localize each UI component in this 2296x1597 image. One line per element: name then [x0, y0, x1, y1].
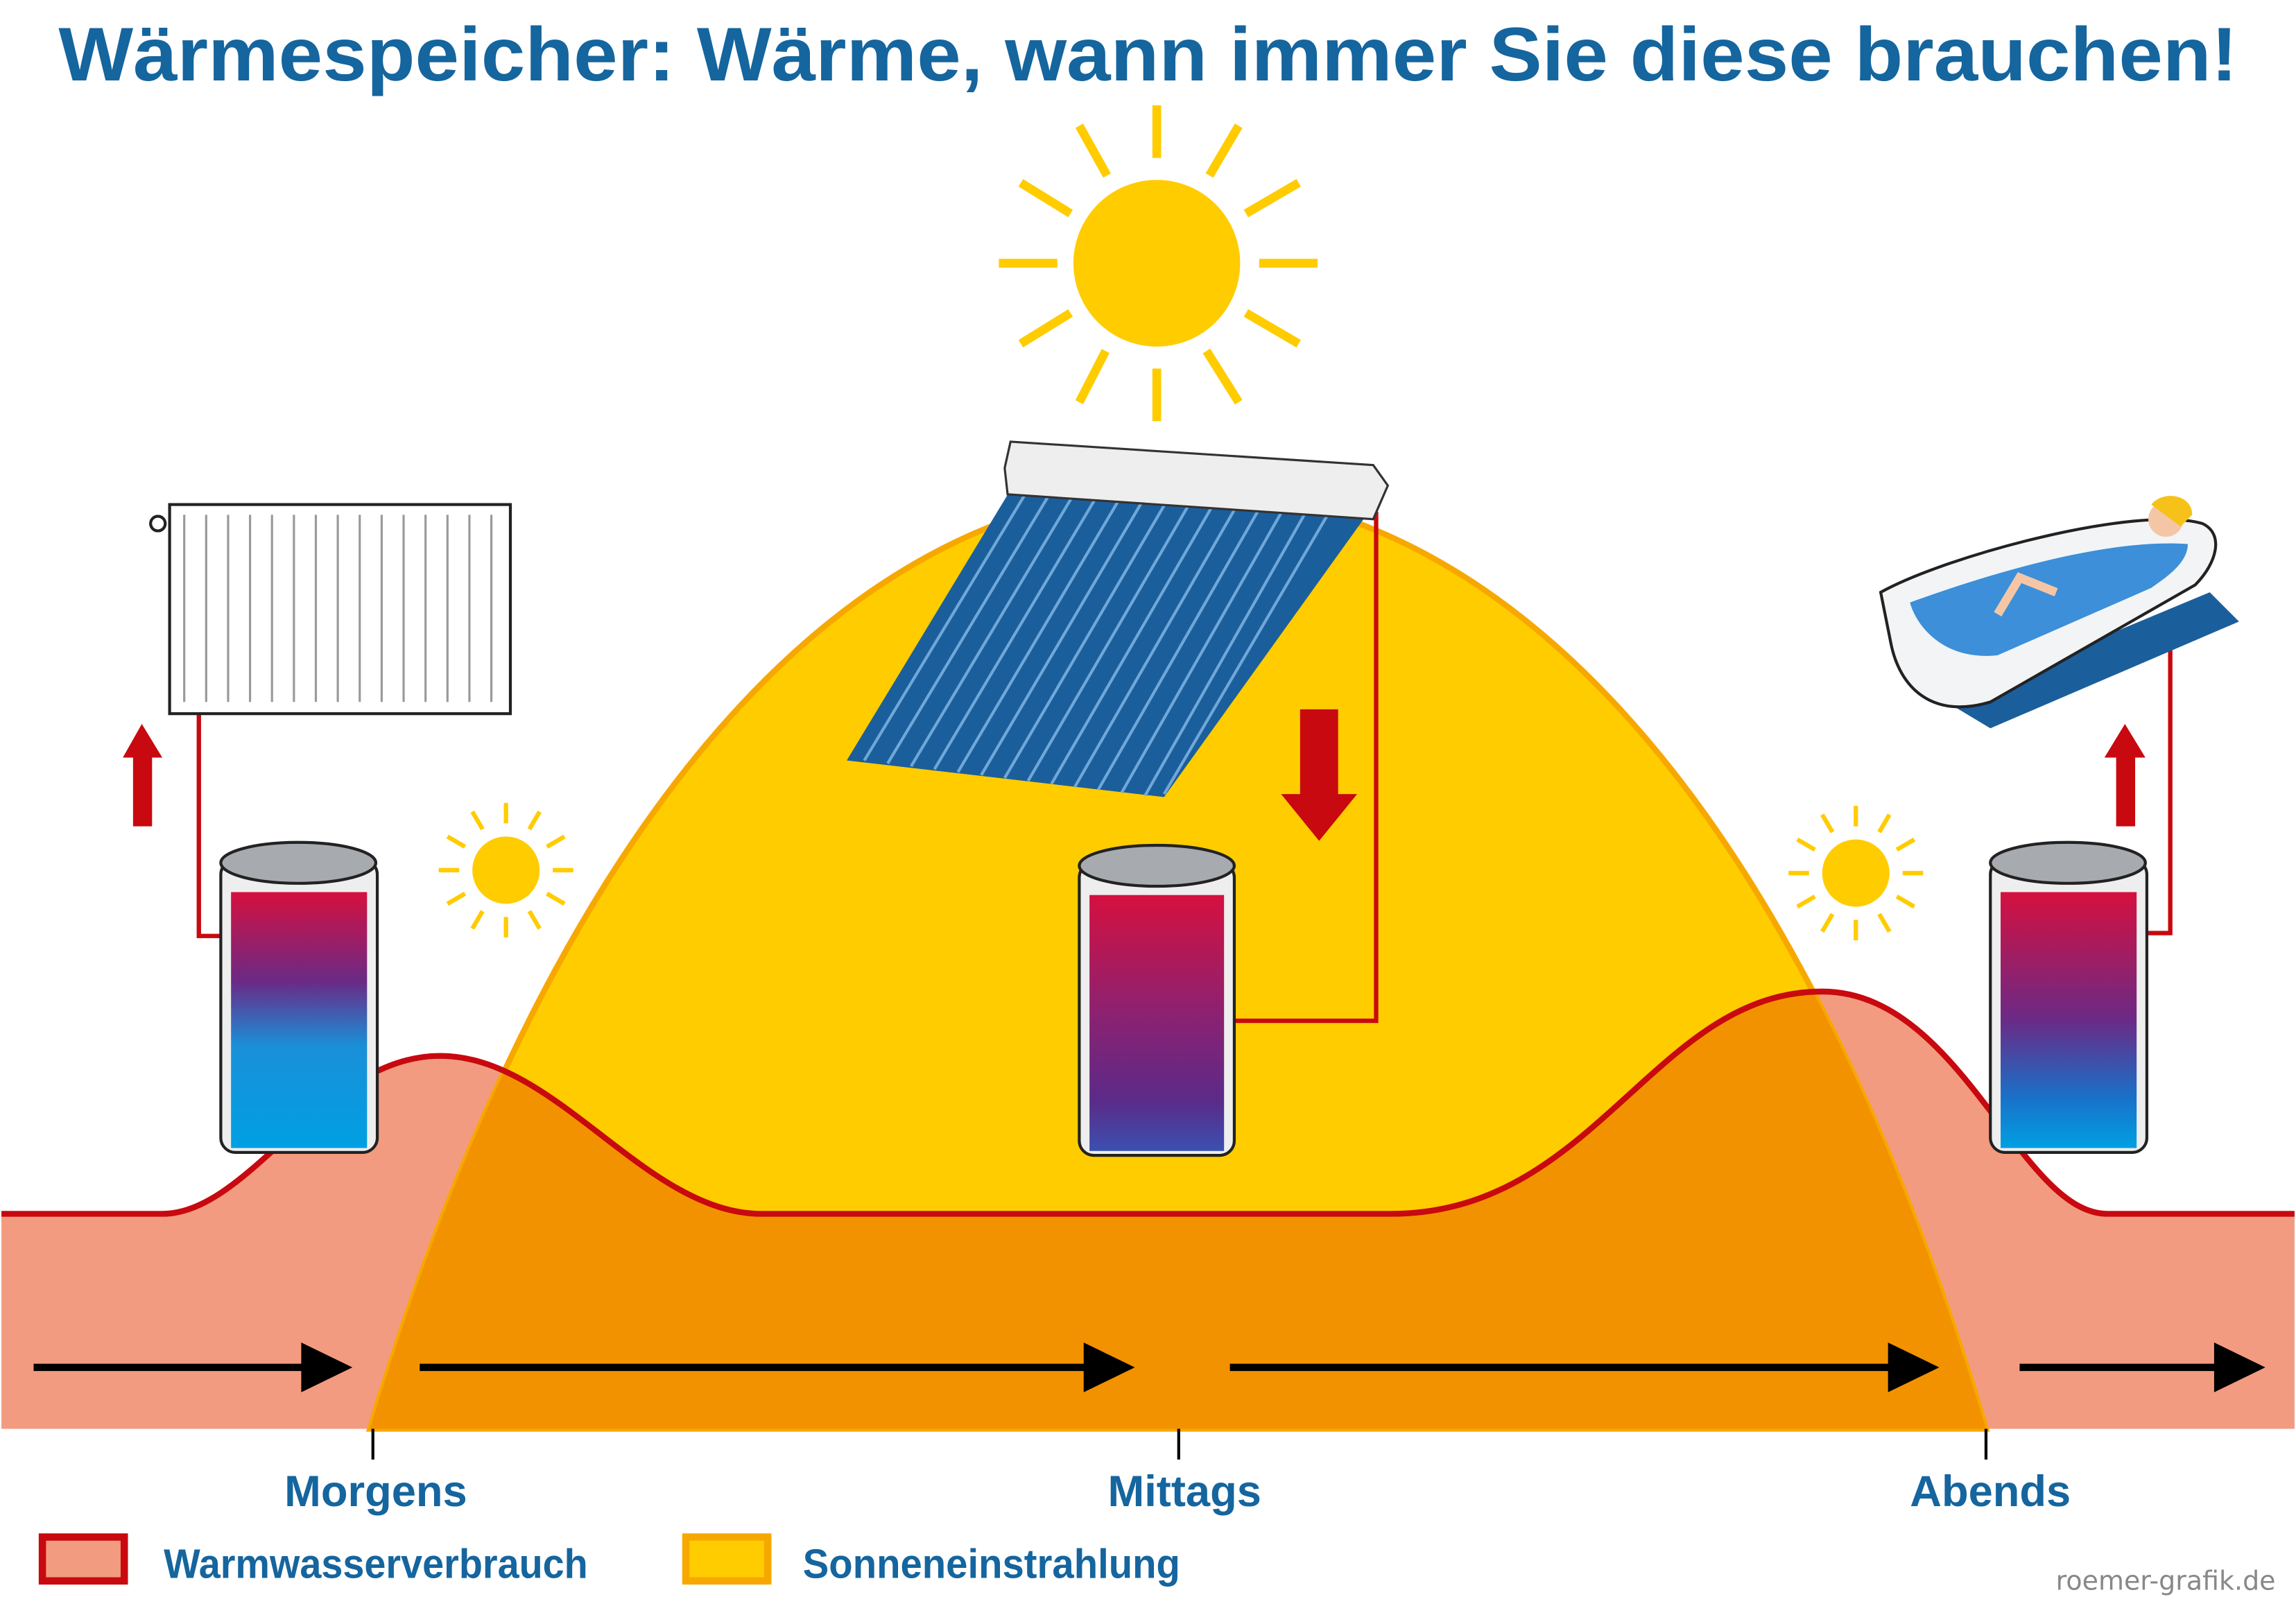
storage-tank-evening — [1989, 840, 2149, 1154]
bathtub-icon — [1879, 496, 2239, 729]
arrow-up-icon — [123, 723, 163, 827]
legend-swatch-consumption — [38, 1533, 128, 1585]
label-morning: Morgens — [284, 1467, 467, 1516]
timeline-ticks — [371, 1428, 1988, 1460]
radiator-icon — [149, 503, 512, 716]
arrow-up-icon — [2104, 723, 2146, 827]
storage-tank-morning — [219, 840, 379, 1154]
time-arrows — [33, 1343, 2265, 1392]
solar-collector-icon — [847, 440, 1390, 797]
label-noon: Mittags — [1108, 1467, 1261, 1516]
legend-label-consumption: Warmwasserverbrauch — [164, 1542, 588, 1587]
legend-label-sun: Sonneneinstrahlung — [803, 1542, 1180, 1587]
label-evening: Abends — [1910, 1467, 2071, 1516]
page-title: Wärmespeicher: Wärme, wann immer Sie die… — [58, 12, 2237, 97]
small-sun-icon-evening — [1788, 806, 1924, 941]
pipes — [196, 512, 2173, 1024]
sun-icon — [999, 105, 1318, 422]
overlap-area — [370, 991, 1986, 1429]
small-sun-icon-morning — [438, 802, 573, 938]
credit: roemer-grafik.de — [2056, 1565, 2276, 1596]
legend-swatch-sun — [682, 1533, 772, 1585]
storage-tank-noon — [1078, 843, 1236, 1157]
